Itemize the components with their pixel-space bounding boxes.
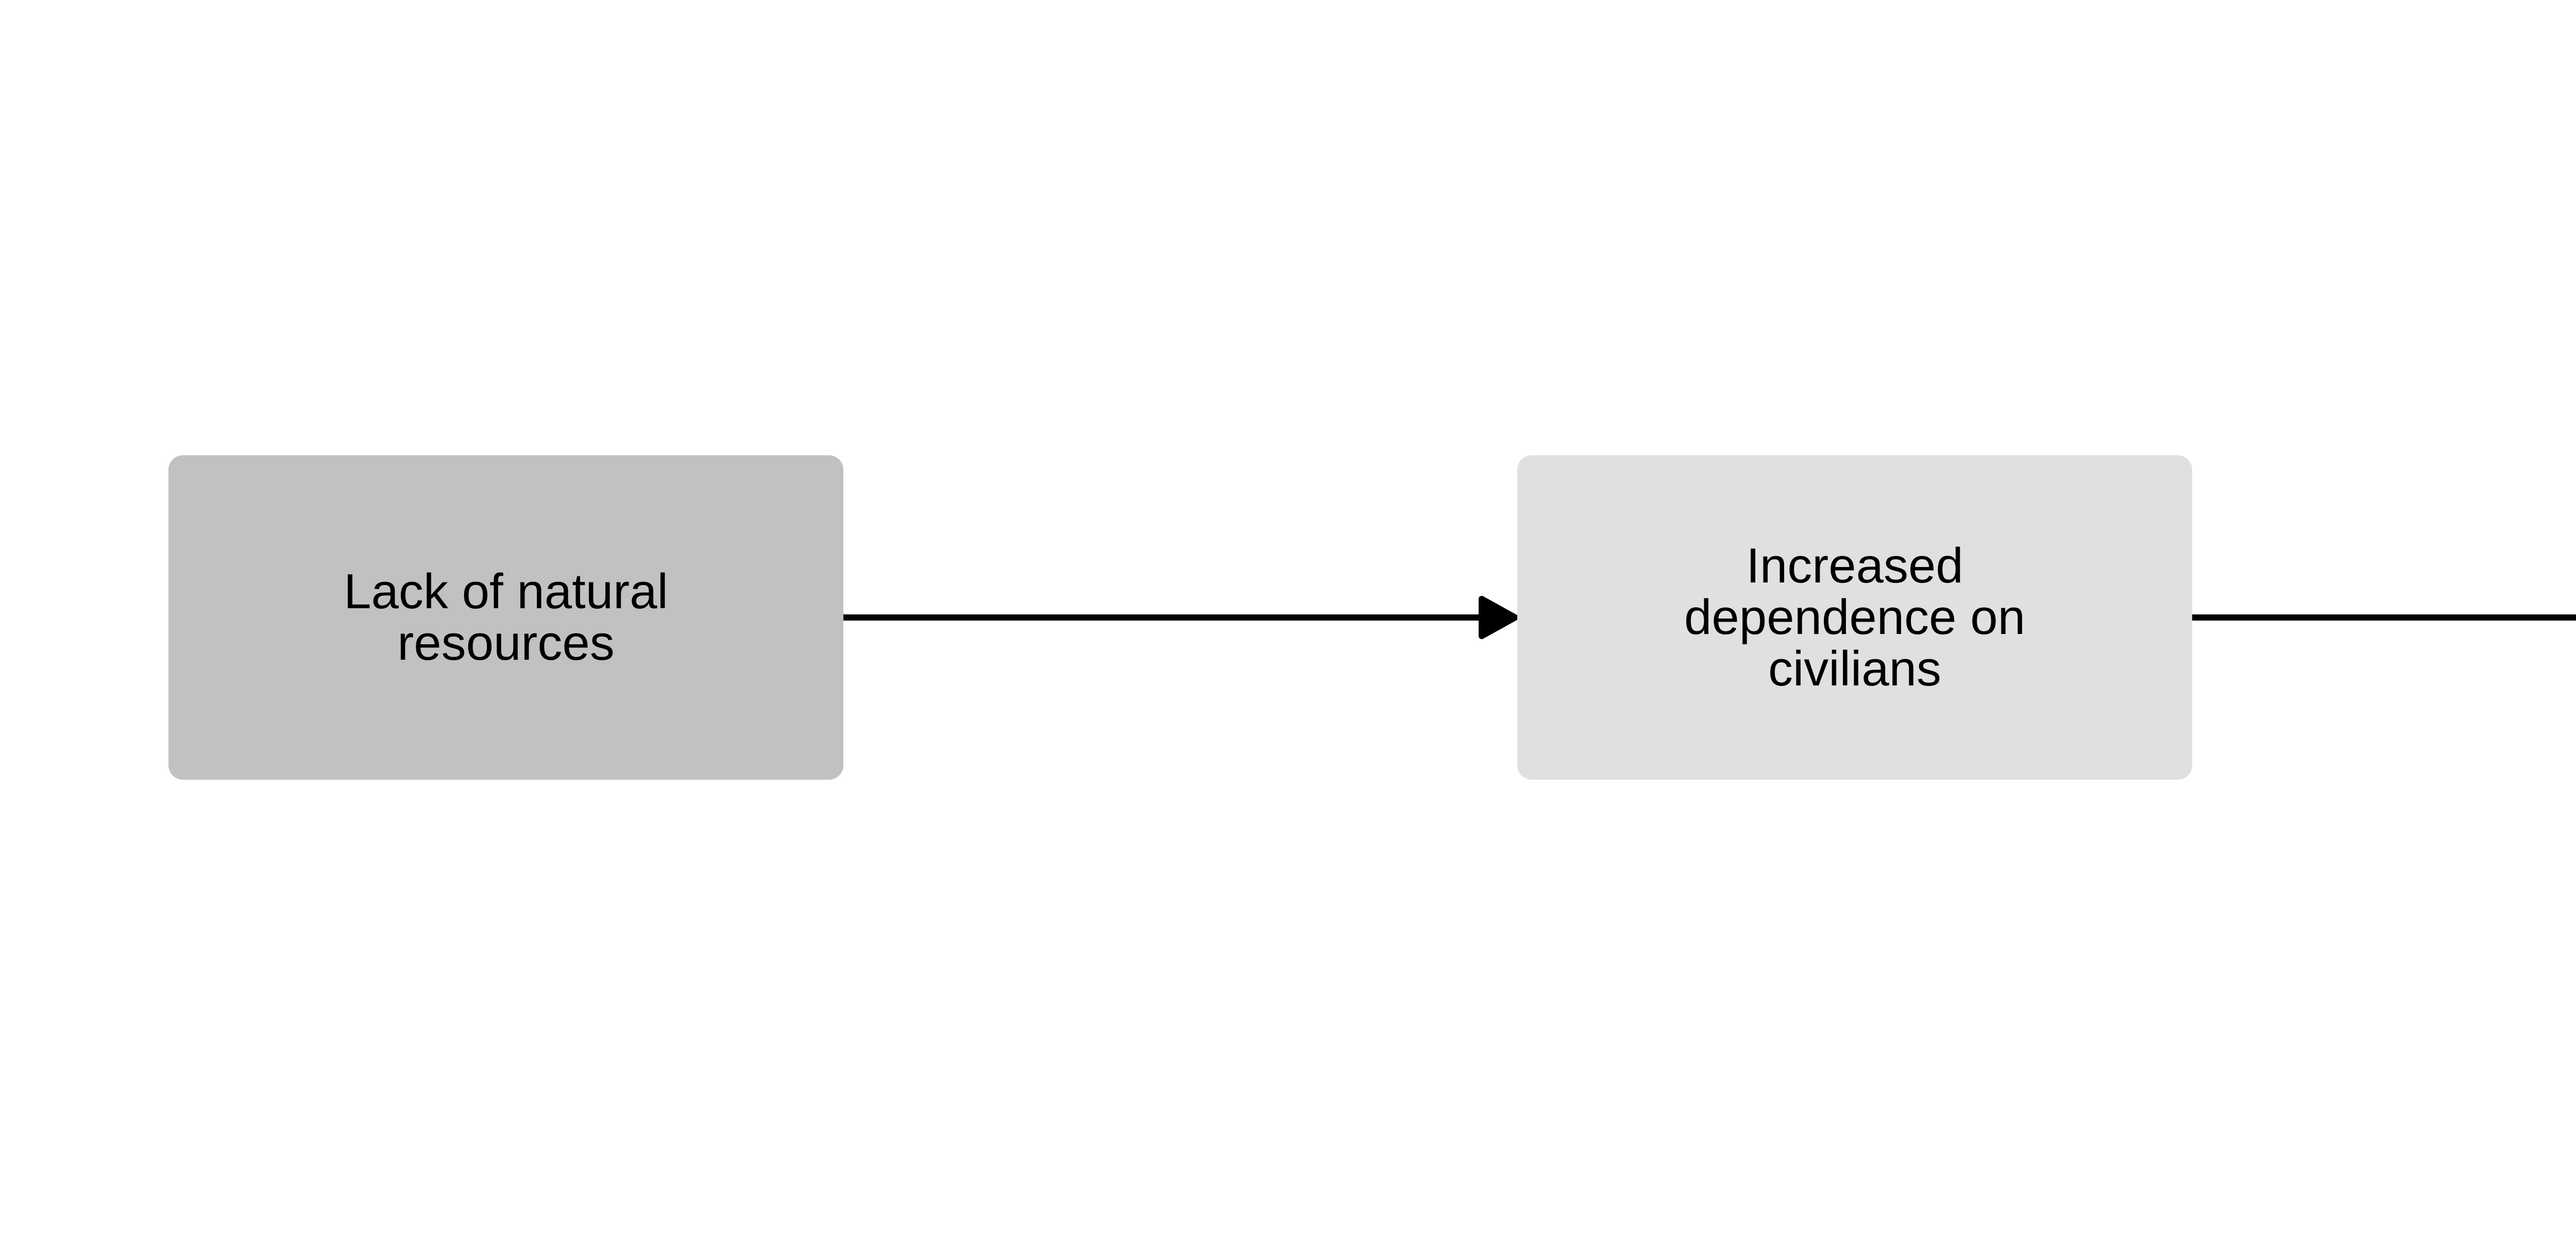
- node-label: Lack of natural resources: [344, 564, 668, 671]
- edge-arrow-1: [840, 596, 1518, 639]
- flow-node-increased-dependence-on-civilians: Increased dependence on civilians: [1517, 455, 2192, 780]
- flow-node-lack-of-natural-resources: Lack of natural resources: [168, 455, 843, 780]
- node-label: Increased dependence on civilians: [1684, 538, 2025, 696]
- edge-arrow-2: [2187, 614, 2576, 621]
- edge-arrowhead: [1479, 596, 1518, 639]
